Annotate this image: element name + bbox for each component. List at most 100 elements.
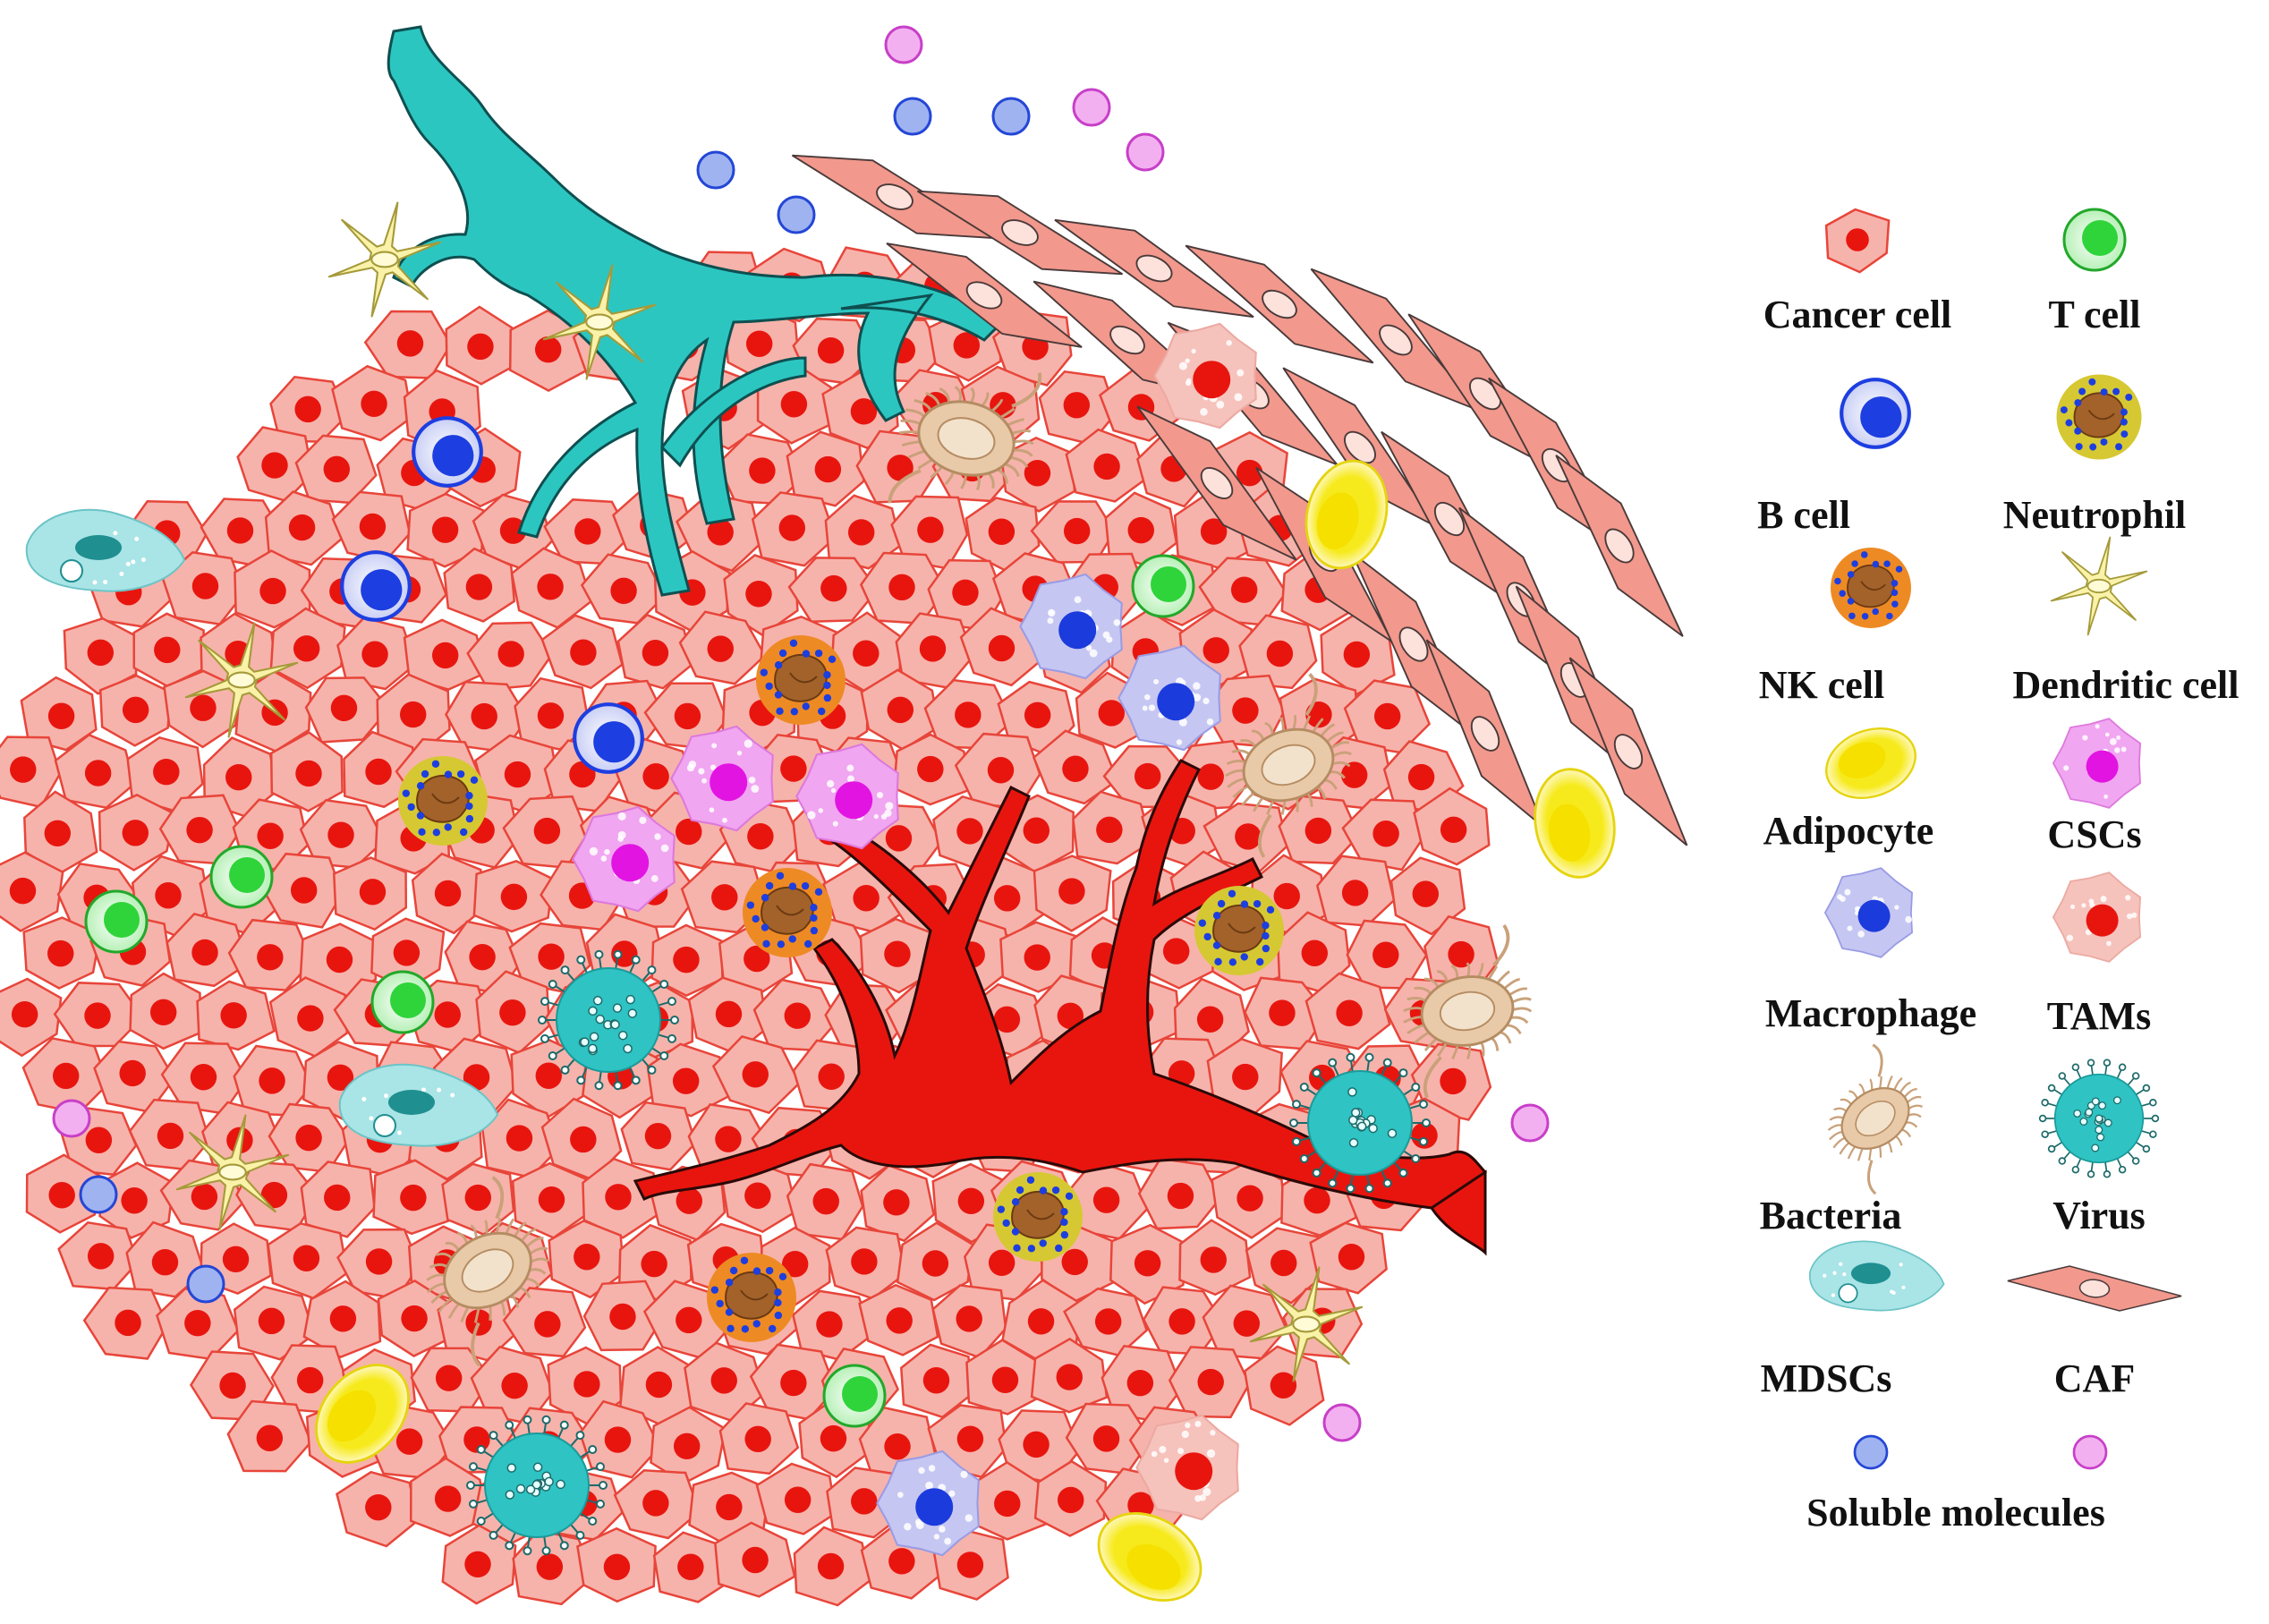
- nucleus: [259, 577, 286, 605]
- spike: [1382, 1178, 1392, 1188]
- nucleus: [434, 1001, 461, 1028]
- granule: [1891, 589, 1899, 597]
- cancer-cell: [403, 618, 488, 691]
- cancer-cell: [98, 674, 172, 747]
- nucleus: [534, 1311, 561, 1338]
- nucleus: [585, 313, 614, 331]
- cancer-cell: [965, 497, 1041, 574]
- spike: [1346, 1184, 1355, 1194]
- nucleus: [1056, 1364, 1083, 1390]
- nucleus: [104, 902, 140, 938]
- granule: [2088, 378, 2096, 386]
- granule: [2074, 427, 2082, 435]
- spike: [2151, 1114, 2160, 1123]
- nucleus: [1093, 453, 1120, 480]
- cancer-cell: [1169, 739, 1254, 812]
- spike: [1411, 1082, 1421, 1092]
- spike: [1419, 1136, 1429, 1146]
- cancer-cell: [411, 852, 487, 935]
- nucleus: [574, 518, 601, 545]
- nucleus: [742, 1061, 769, 1088]
- granule: [790, 708, 799, 716]
- cancer-cell: [548, 1219, 625, 1299]
- nucleus: [1094, 1308, 1122, 1335]
- nucleus: [1236, 1185, 1263, 1212]
- nucleus: [1001, 219, 1039, 246]
- granule: [1027, 1245, 1036, 1253]
- nucleus: [261, 452, 288, 479]
- granule: [456, 769, 465, 778]
- nucleus: [157, 1122, 184, 1150]
- cancer-cell: [1824, 208, 1891, 274]
- nk-cell: [743, 868, 832, 957]
- cancer-cell: [160, 1042, 248, 1115]
- granule: [804, 940, 812, 948]
- nucleus: [361, 569, 403, 611]
- nucleus: [257, 822, 284, 849]
- spike: [596, 1499, 606, 1509]
- cancer-cell: [25, 1153, 103, 1234]
- nucleus: [814, 455, 842, 483]
- granule: [1891, 600, 1899, 608]
- nucleus: [884, 940, 911, 967]
- spike: [1312, 1168, 1321, 1178]
- nucleus: [48, 1182, 75, 1209]
- granule: [1883, 560, 1891, 567]
- cancer-cell: [409, 1457, 489, 1537]
- granule: [777, 940, 786, 948]
- nucleus: [2086, 750, 2119, 783]
- cancer-cell: [294, 434, 378, 505]
- caf: [1555, 455, 1684, 637]
- granule: [1839, 590, 1846, 597]
- nk-cell: [707, 1253, 796, 1342]
- granule: [2078, 387, 2086, 395]
- cancer-cell: [896, 1221, 974, 1302]
- nucleus: [853, 885, 880, 912]
- granule: [1039, 1239, 1047, 1247]
- granule: [1060, 1208, 1068, 1216]
- cancer-cell: [786, 430, 865, 507]
- granule: [1847, 571, 1855, 578]
- granule: [2120, 430, 2129, 438]
- spike: [1382, 1058, 1392, 1067]
- nucleus: [991, 1366, 1019, 1393]
- nucleus: [886, 1307, 913, 1334]
- granule: [789, 639, 798, 647]
- granule: [1013, 1244, 1021, 1253]
- cancer-cell: [576, 1526, 657, 1603]
- nucleus: [293, 1245, 320, 1271]
- soluble-molecule: [52, 1099, 91, 1138]
- b-cell: [412, 416, 483, 488]
- t-cell: [822, 1364, 887, 1428]
- cancer-cell: [652, 1531, 734, 1603]
- cancer-cell: [620, 1101, 697, 1171]
- nucleus: [190, 694, 217, 721]
- spike: [2041, 1130, 2049, 1138]
- nucleus: [1193, 361, 1231, 399]
- nucleus: [115, 1309, 141, 1337]
- granule: [823, 671, 831, 679]
- spike: [588, 1444, 598, 1454]
- nucleus: [122, 696, 149, 724]
- granule: [810, 904, 818, 912]
- nucleus: [780, 391, 808, 418]
- granule: [1256, 957, 1264, 966]
- cancer-cell: [711, 1035, 801, 1115]
- nucleus: [1092, 1425, 1120, 1452]
- cancer-cell: [931, 1162, 1011, 1244]
- nucleus: [1200, 518, 1228, 545]
- adipocyte: [1534, 768, 1616, 879]
- nucleus: [1061, 1248, 1088, 1276]
- legend-label-cancer-cell: Cancer cell: [1763, 293, 1952, 336]
- cancer-cell: [129, 972, 203, 1050]
- nucleus: [888, 574, 915, 601]
- spike: [489, 1431, 498, 1441]
- cancer-cell: [1072, 790, 1152, 865]
- nucleus: [469, 943, 496, 971]
- legend-label-bacteria: Bacteria: [1760, 1194, 1902, 1237]
- granule: [1240, 900, 1249, 908]
- nucleoid: [461, 1248, 514, 1293]
- nucleus: [361, 641, 388, 667]
- b-cell: [573, 702, 644, 774]
- nk-cell: [756, 635, 846, 725]
